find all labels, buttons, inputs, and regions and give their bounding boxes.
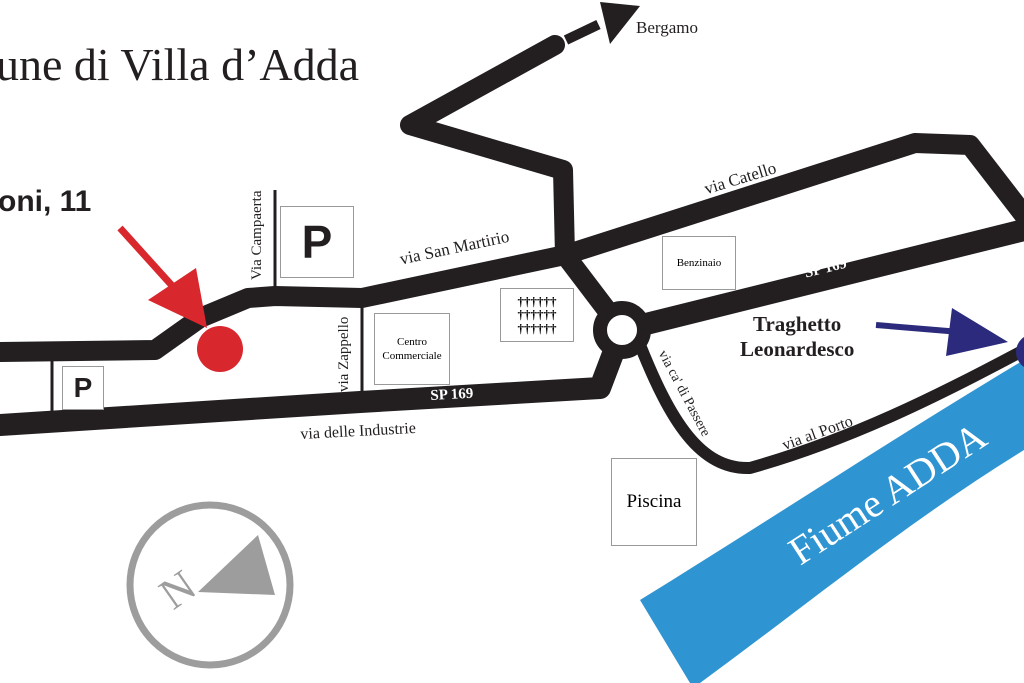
cemetery-row-3: †††††† <box>517 320 557 336</box>
road-sp169-lower <box>0 319 633 436</box>
via-zappello-label: via Zappello <box>336 316 352 392</box>
road-upper <box>0 133 1024 362</box>
parking-upper: P <box>280 206 354 278</box>
ferry-arrow-head <box>946 308 1008 356</box>
bergamo-label: Bergamo <box>636 18 699 37</box>
parking-lower: P <box>62 366 104 410</box>
cemetery-row-1: †††††† <box>517 293 557 309</box>
parking-lower-label: P <box>73 372 93 403</box>
roundabout <box>593 301 651 359</box>
benzinaio-label: Benzinaio <box>676 257 722 269</box>
location-marker <box>197 326 243 372</box>
bergamo-arrow <box>563 13 615 45</box>
centro-commerciale-label: Centro Commerciale <box>382 335 442 362</box>
piscina-label: Piscina <box>626 491 682 512</box>
ferry-arrow-shaft <box>875 322 961 335</box>
cemetery-row-2: †††††† <box>517 307 557 323</box>
road-bergamo <box>400 35 575 265</box>
map-title: une di Villa d’Adda <box>0 39 360 90</box>
benzinaio: Benzinaio <box>662 236 736 290</box>
centro-commerciale: Centro Commerciale <box>374 313 450 385</box>
ferry-label: Traghetto Leonardesco <box>740 312 854 362</box>
compass-ring <box>126 501 294 669</box>
via-campaerta-label: Via Campaerta <box>249 190 265 280</box>
road-via-al-porto <box>634 339 1024 475</box>
bergamo-arrow-head <box>600 2 640 44</box>
piscina: Piscina <box>611 458 697 546</box>
ferry-marker <box>1016 337 1024 367</box>
ferry-label-line1: Traghetto <box>753 312 842 336</box>
road-sp169-right <box>611 219 1024 341</box>
sp169-lower-label: SP 169 <box>430 385 474 404</box>
cemetery: †††††† †††††† †††††† <box>500 288 574 342</box>
compass-needle <box>198 535 275 595</box>
parking-upper-label: P <box>301 216 333 268</box>
ferry-label-line2: Leonardesco <box>740 337 855 362</box>
river-adda <box>640 360 1024 683</box>
location-arrow-head <box>148 268 207 328</box>
address-label: oni, 11 <box>0 185 92 218</box>
